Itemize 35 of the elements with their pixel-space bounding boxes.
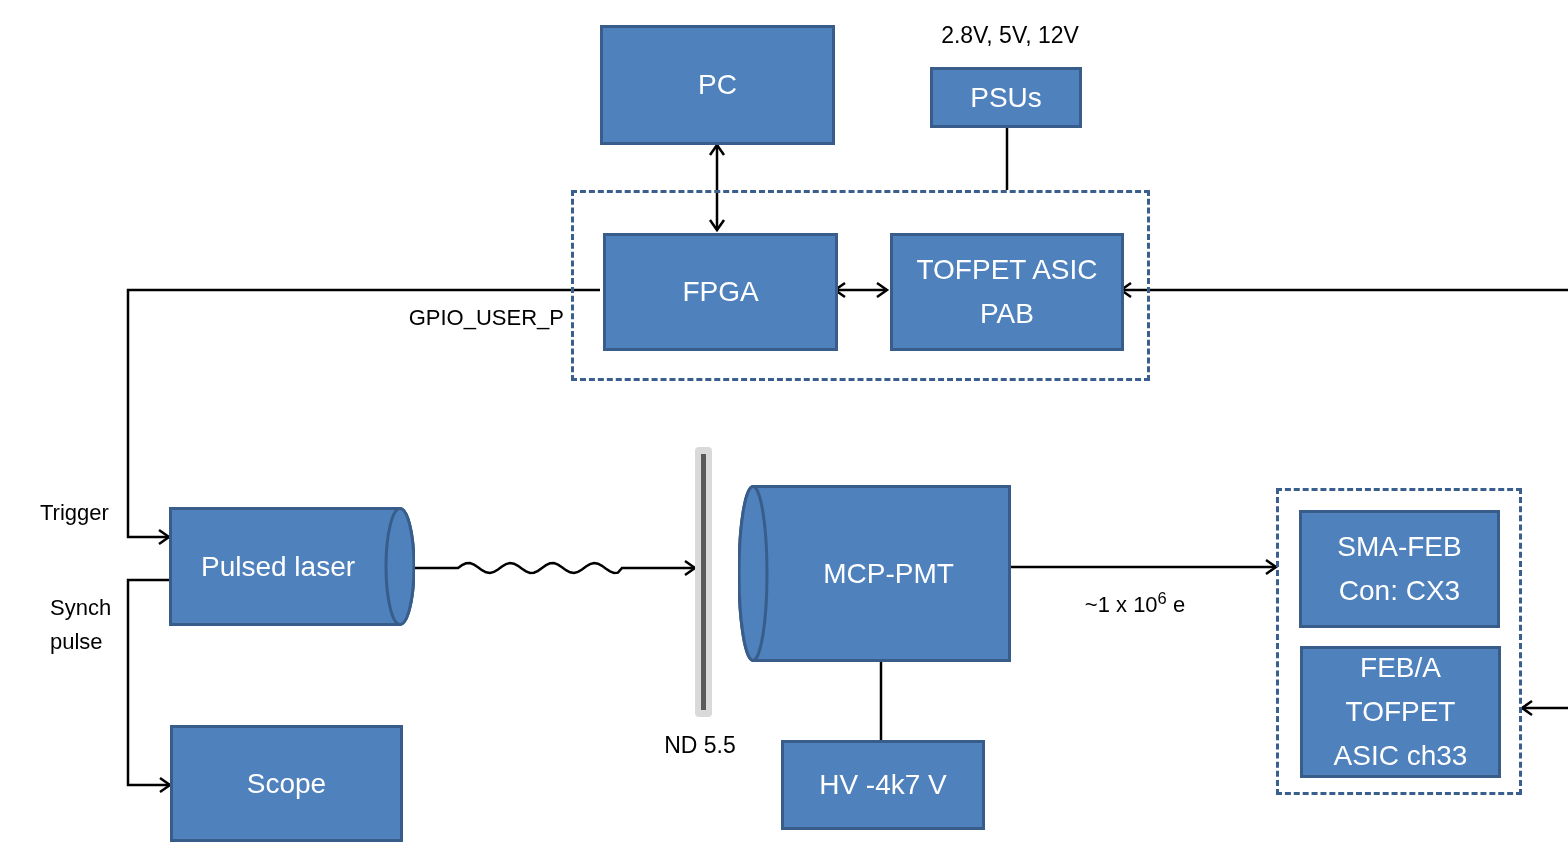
- arrow: [126, 578, 172, 794]
- node-label: TOFPET ASIC PAB: [915, 253, 1099, 331]
- arrow: [126, 288, 600, 546]
- node-label: MCP-PMT: [822, 556, 955, 591]
- process-box: [170, 725, 403, 842]
- dashed-group-box: [1276, 488, 1522, 795]
- node-caption: ND 5.5: [663, 731, 737, 760]
- node-label: HV -4k7 V: [818, 768, 948, 802]
- process-box: [1300, 646, 1501, 778]
- process-box: [781, 740, 985, 830]
- edge-label: Synch pulse: [50, 594, 113, 656]
- arrow: [1520, 699, 1568, 717]
- arrow: [415, 559, 697, 577]
- arrow: [1011, 558, 1278, 576]
- process-box: [930, 67, 1082, 128]
- dashed-group-box: [571, 190, 1150, 381]
- node-label: SMA-FEB Con: CX3: [1336, 530, 1463, 608]
- node-label: PC: [697, 68, 738, 102]
- node-label: FPGA: [681, 275, 760, 309]
- edge-label: GPIO_USER_P: [407, 304, 564, 332]
- connector-line: [879, 662, 883, 740]
- edge-label: ~1 x 10$^{6}$ e: [1083, 588, 1187, 619]
- process-box: [890, 233, 1124, 351]
- node-label: Pulsed laser: [199, 549, 357, 584]
- signal-label: Trigger: [40, 499, 109, 527]
- node-label: FEB/A TOFPET ASIC ch33: [1332, 651, 1469, 773]
- node-caption: 2.8V, 5V, 12V: [940, 21, 1080, 50]
- process-box: [603, 233, 838, 351]
- node-label: PSUs: [969, 80, 1043, 115]
- connector-line: [1005, 128, 1009, 190]
- process-box: [1299, 510, 1500, 628]
- node-label: Scope: [245, 766, 328, 801]
- filter-plate: [695, 447, 712, 717]
- arrow: [708, 143, 726, 232]
- process-box: [600, 25, 835, 145]
